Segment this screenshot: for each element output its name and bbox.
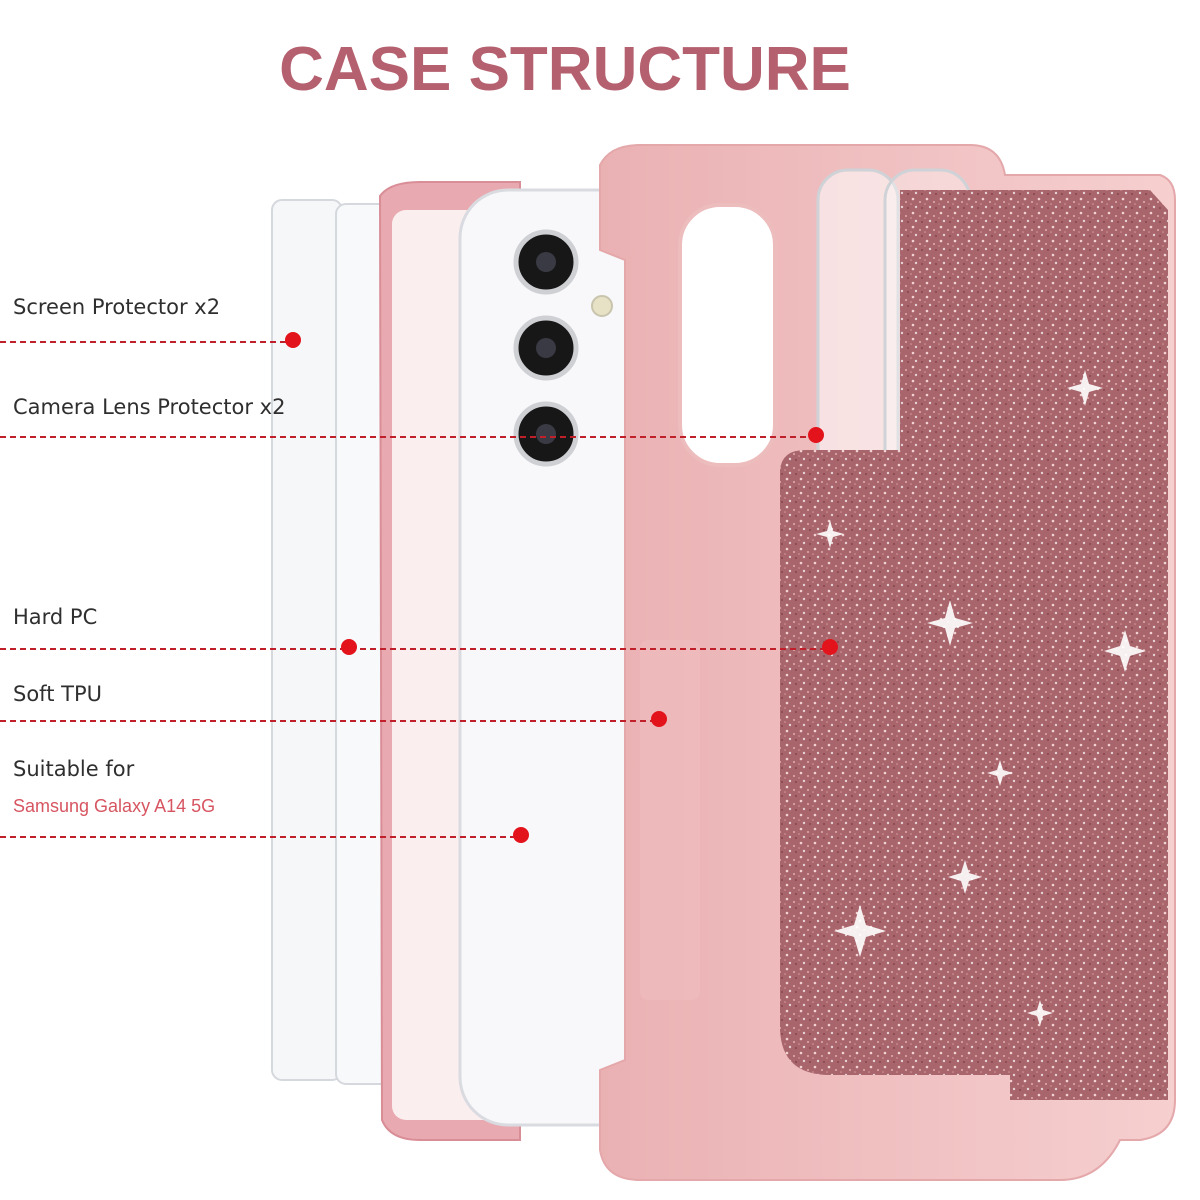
label-hard-pc: Hard PC bbox=[13, 605, 98, 629]
label-camera-lens-protector: Camera Lens Protector x2 bbox=[13, 395, 286, 419]
glitter-back-panel bbox=[780, 190, 1168, 1100]
label-screen-protector: Screen Protector x2 bbox=[13, 295, 221, 319]
callout-soft-tpu bbox=[0, 711, 667, 727]
callout-suitable-for bbox=[0, 827, 529, 843]
callout-hard-pc bbox=[0, 639, 838, 655]
camera-flash bbox=[591, 295, 613, 317]
callout-camera-lens-protector bbox=[0, 427, 824, 443]
screen-protector-1 bbox=[271, 199, 343, 1081]
label-soft-tpu: Soft TPU bbox=[13, 682, 102, 706]
page-title: CASE STRUCTURE bbox=[279, 35, 851, 104]
label-suitable-for: Suitable for bbox=[13, 757, 135, 781]
label-device-model: Samsung Galaxy A14 5G bbox=[13, 796, 216, 816]
callout-screen-protector bbox=[0, 332, 301, 348]
